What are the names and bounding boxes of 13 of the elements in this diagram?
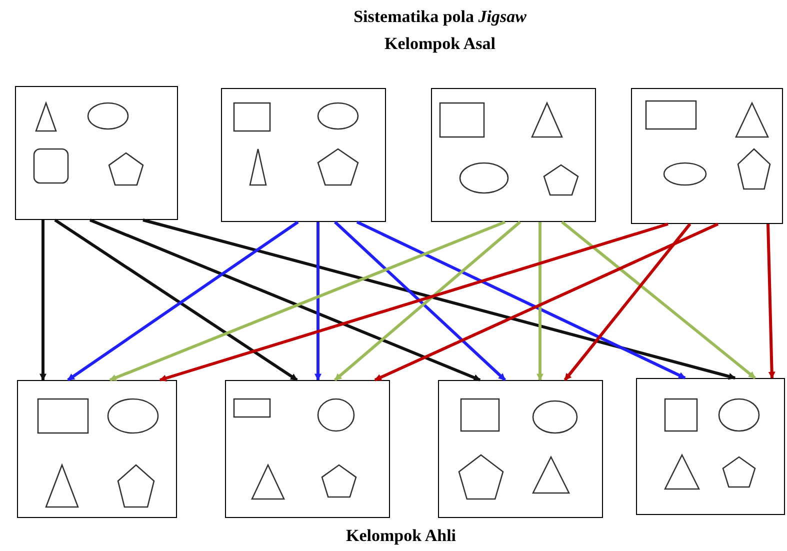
arrow: [40, 220, 46, 381]
group-heading: Kelompok Asal: [384, 33, 496, 55]
arrow: [536, 222, 544, 381]
arrow: [561, 220, 756, 380]
arrow: [314, 222, 322, 381]
arrow: [159, 222, 668, 382]
group-heading: Kelompok Ahli: [344, 525, 458, 547]
title: Sistematika pola Jigsaw: [352, 6, 528, 28]
arrow: [142, 218, 736, 380]
arrow: [374, 222, 719, 382]
arrow: [356, 220, 686, 380]
arrow: [564, 223, 692, 381]
arrow: [766, 224, 776, 379]
